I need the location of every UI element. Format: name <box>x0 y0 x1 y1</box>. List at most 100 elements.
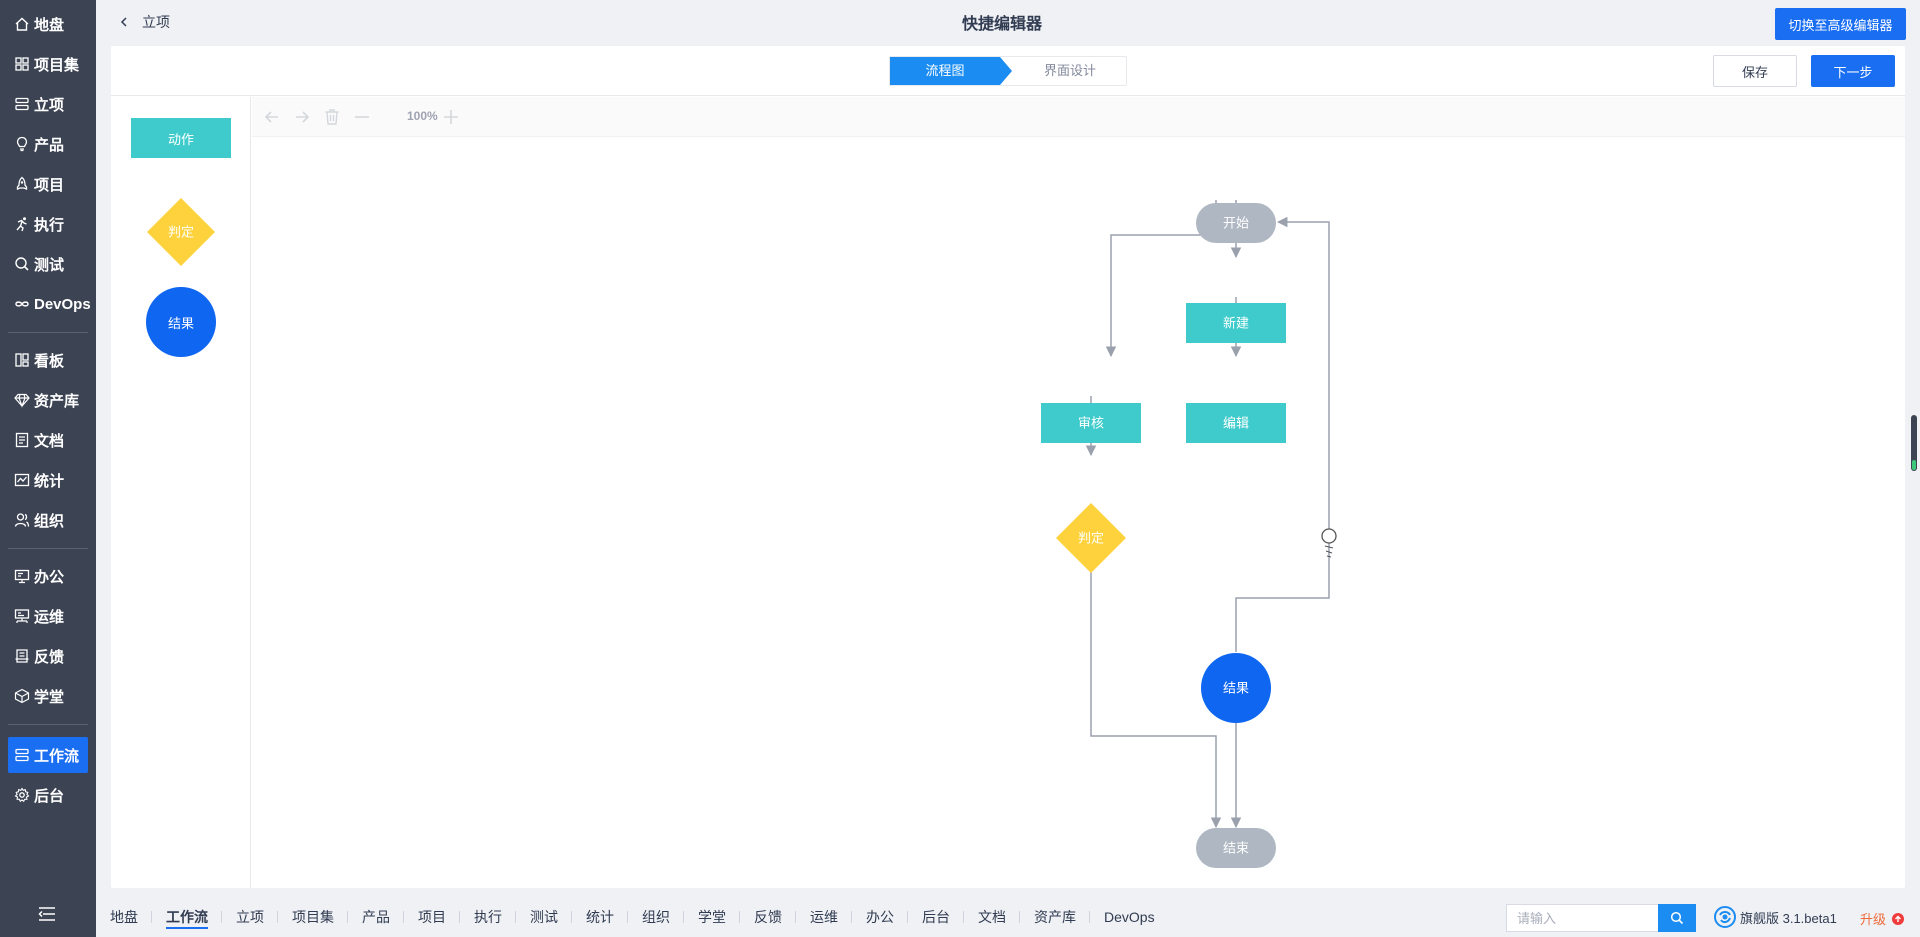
sidebar-item-label: 立项 <box>34 96 65 114</box>
zoom-level: 100% <box>407 109 438 123</box>
next-step-button[interactable]: 下一步 <box>1811 55 1895 87</box>
workflow-icon <box>15 748 29 762</box>
chart-icon <box>14 473 30 487</box>
sidebar-item-school[interactable]: 学堂 <box>8 678 88 714</box>
node-end[interactable]: 结束 <box>1196 828 1276 868</box>
sidebar-item-project[interactable]: 项目 <box>8 166 88 202</box>
node-create[interactable]: 新建 <box>1186 303 1286 343</box>
search-button[interactable] <box>1658 904 1696 932</box>
node-create-label: 新建 <box>1223 316 1249 331</box>
bottom-nav-item[interactable]: 组织 <box>628 897 684 937</box>
sidebar-item-workflow[interactable]: 工作流 <box>8 737 88 773</box>
edge-connector-handle[interactable] <box>1321 528 1337 558</box>
version-label: 旗舰版 3.1.beta1 <box>1740 910 1837 926</box>
feedback-icon <box>15 649 29 663</box>
palette-decision-node[interactable]: 判定 <box>147 198 215 266</box>
undo-icon[interactable] <box>262 107 282 127</box>
tab-ui-design[interactable]: 界面设计 <box>1043 63 1096 78</box>
sidebar-item-label: DevOps <box>34 295 91 313</box>
node-result[interactable]: 结果 <box>1201 653 1271 723</box>
node-palette: 动作 判定 结果 <box>111 97 251 888</box>
bottom-nav-item[interactable]: 项目集 <box>278 897 348 937</box>
switch-advanced-editor-button[interactable]: 切换至高级编辑器 <box>1775 8 1906 40</box>
bottom-nav-item[interactable]: 测试 <box>516 897 572 937</box>
bottom-nav-item[interactable]: DevOps <box>1104 909 1155 925</box>
zoom-out-icon[interactable] <box>352 107 372 127</box>
sidebar-divider <box>8 332 88 333</box>
sidebar-item-product[interactable]: 产品 <box>8 126 88 162</box>
bottom-nav-item[interactable]: 立项 <box>222 897 278 937</box>
node-review[interactable]: 审核 <box>1041 403 1141 443</box>
bottom-nav-item[interactable]: 办公 <box>852 897 908 937</box>
bottom-nav-item[interactable]: 统计 <box>572 897 628 937</box>
bottom-nav-item[interactable]: 反馈 <box>740 897 796 937</box>
doc-icon <box>15 432 29 448</box>
sidebar-item-execution[interactable]: 执行 <box>8 206 88 242</box>
bottom-nav-item[interactable]: 执行 <box>460 897 516 937</box>
bottom-nav-item-active[interactable]: 工作流 <box>152 897 222 937</box>
grid-icon <box>15 57 29 71</box>
flow-canvas[interactable]: 开始 新建 审核 编辑 判定 结果 结束 <box>252 138 1905 888</box>
bottom-nav-item[interactable]: 运维 <box>796 897 852 937</box>
edge-decision-end[interactable] <box>1090 525 1222 829</box>
zentao-logo-icon <box>1714 906 1736 928</box>
palette-action-node[interactable]: 动作 <box>131 118 231 158</box>
bottom-nav-item[interactable]: 项目 <box>404 897 460 937</box>
palette-result-node[interactable]: 结果 <box>146 287 216 357</box>
sidebar-item-stats[interactable]: 统计 <box>8 462 88 498</box>
sidebar-item-label: 学堂 <box>34 688 65 706</box>
tab-flowchart[interactable]: 流程图 <box>890 57 1012 85</box>
sidebar-item-program[interactable]: 项目集 <box>8 46 88 82</box>
sidebar-divider <box>8 548 88 549</box>
sidebar-item-ops[interactable]: 运维 <box>8 598 88 634</box>
lightbulb-icon <box>16 136 28 152</box>
bottom-nav-item[interactable]: 地盘 <box>96 897 152 937</box>
bottom-nav-item[interactable]: 学堂 <box>684 897 740 937</box>
upgrade-link[interactable]: 升级 <box>1860 909 1905 928</box>
bottom-nav-item[interactable]: 文档 <box>964 897 1020 937</box>
sidebar-item-assets[interactable]: 资产库 <box>8 382 88 418</box>
sidebar-item-label: 资产库 <box>34 392 80 410</box>
sidebar-item-devops[interactable]: DevOps <box>8 286 91 322</box>
sidebar-item-org[interactable]: 组织 <box>8 502 88 538</box>
sidebar-item-doc[interactable]: 文档 <box>8 422 88 458</box>
rocket-icon <box>16 176 28 190</box>
node-start[interactable]: 开始 <box>1196 203 1276 243</box>
node-edit[interactable]: 编辑 <box>1186 403 1286 443</box>
chevron-left-icon <box>120 17 127 27</box>
sidebar-item-admin[interactable]: 后台 <box>8 777 88 813</box>
run-icon <box>16 217 27 232</box>
sidebar-item-label: 运维 <box>34 608 65 626</box>
bottom-nav: 地盘 工作流 立项 项目集 产品 项目 执行 测试 统计 组织 学堂 反馈 运维… <box>96 897 1169 937</box>
zoom-in-icon[interactable] <box>441 107 461 127</box>
page-scrollbar[interactable] <box>1911 415 1917 471</box>
edge-result-start[interactable] <box>1235 216 1330 652</box>
sidebar-item-dashboard[interactable]: 地盘 <box>8 6 88 42</box>
sidebar-item-label: 地盘 <box>34 16 65 34</box>
redo-icon[interactable] <box>292 107 312 127</box>
node-decision[interactable]: 判定 <box>1056 503 1126 573</box>
sidebar-item-feedback[interactable]: 反馈 <box>8 638 88 674</box>
home-icon <box>15 17 29 31</box>
trash-icon[interactable] <box>322 107 342 127</box>
bottom-nav-item[interactable]: 后台 <box>908 897 964 937</box>
sidebar-item-kanban[interactable]: 看板 <box>8 342 88 378</box>
sidebar-item-label: 反馈 <box>34 648 65 666</box>
bottom-nav-item[interactable]: 产品 <box>348 897 404 937</box>
sidebar: 地盘 项目集 立项 产品 项目 执行 测试 DevOps 看板 资产库 文档 <box>0 0 96 937</box>
menu-collapse-icon[interactable] <box>38 906 56 922</box>
search-input[interactable] <box>1506 904 1658 932</box>
sidebar-item-test[interactable]: 测试 <box>8 246 88 282</box>
node-start-label: 开始 <box>1223 216 1249 231</box>
save-button[interactable]: 保存 <box>1713 55 1797 87</box>
sidebar-item-office[interactable]: 办公 <box>8 558 88 594</box>
editor-panel: 流程图 界面设计 保存 下一步 动作 判定 结果 100% <box>111 46 1905 888</box>
bottom-nav-item[interactable]: 资产库 <box>1020 897 1090 937</box>
node-result-label: 结果 <box>1223 681 1249 696</box>
version-info: 旗舰版 3.1.beta1 <box>1714 906 1837 928</box>
step-tabs: 流程图 界面设计 <box>889 56 1127 86</box>
node-review-label: 审核 <box>1078 416 1104 431</box>
back-link[interactable]: 立项 <box>118 12 170 32</box>
sidebar-item-label: 测试 <box>34 256 65 274</box>
sidebar-item-charter[interactable]: 立项 <box>8 86 88 122</box>
